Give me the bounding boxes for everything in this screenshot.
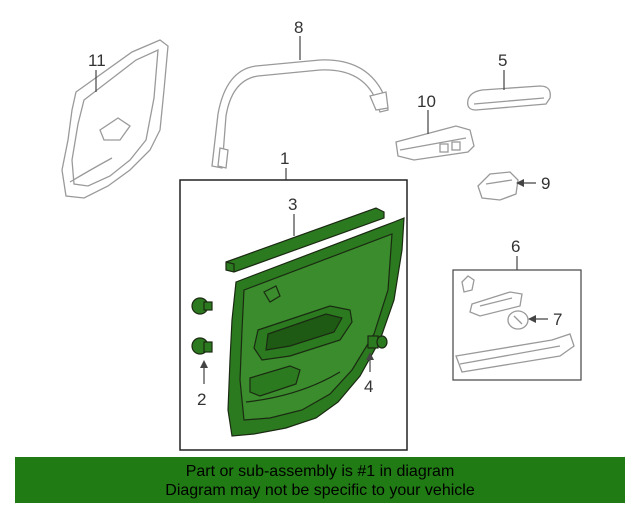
arrow-2 [200, 360, 208, 368]
callout-4[interactable]: 4 [364, 377, 373, 396]
part-3-molding-strip[interactable] [225, 207, 385, 273]
part-6-kit-box [452, 269, 582, 381]
callout-1[interactable]: 1 [280, 149, 289, 168]
part-10-switch-panel[interactable] [395, 125, 475, 161]
part-6-kit[interactable] [455, 275, 575, 373]
part-1-door-trim-panel[interactable] [227, 217, 405, 437]
callout-10[interactable]: 10 [417, 92, 436, 111]
callout-8[interactable]: 8 [294, 18, 303, 37]
part-2-clip-upper[interactable] [191, 297, 213, 315]
part-7-clip[interactable] [507, 310, 529, 330]
part-1-assembly-box [179, 179, 408, 451]
notice-line-2: Diagram may not be specific to your vehi… [165, 482, 475, 499]
callout-3[interactable]: 3 [288, 195, 297, 214]
notice-banner: Part or sub-assembly is #1 in diagram Di… [15, 457, 625, 503]
arrow-9 [516, 179, 524, 187]
callout-9[interactable]: 9 [541, 174, 550, 193]
callout-6[interactable]: 6 [511, 237, 520, 256]
part-4-clip[interactable] [367, 335, 388, 349]
part-5-grip-cover[interactable] [467, 85, 551, 111]
part-11-inner-panel[interactable] [61, 39, 169, 199]
parts-diagram: 11 8 5 10 9 6 7 [61, 18, 582, 451]
part-9-window-switch[interactable] [477, 171, 519, 201]
notice-line-1: Part or sub-assembly is #1 in diagram [185, 463, 455, 480]
callout-5[interactable]: 5 [498, 51, 507, 70]
callout-2[interactable]: 2 [197, 390, 206, 409]
part-2-clip-lower[interactable] [191, 337, 213, 355]
arrow-4 [366, 352, 374, 360]
callout-7[interactable]: 7 [553, 310, 562, 329]
callout-11[interactable]: 11 [88, 51, 106, 70]
arrow-7 [528, 315, 536, 323]
part-8-frame-molding[interactable] [211, 59, 389, 169]
